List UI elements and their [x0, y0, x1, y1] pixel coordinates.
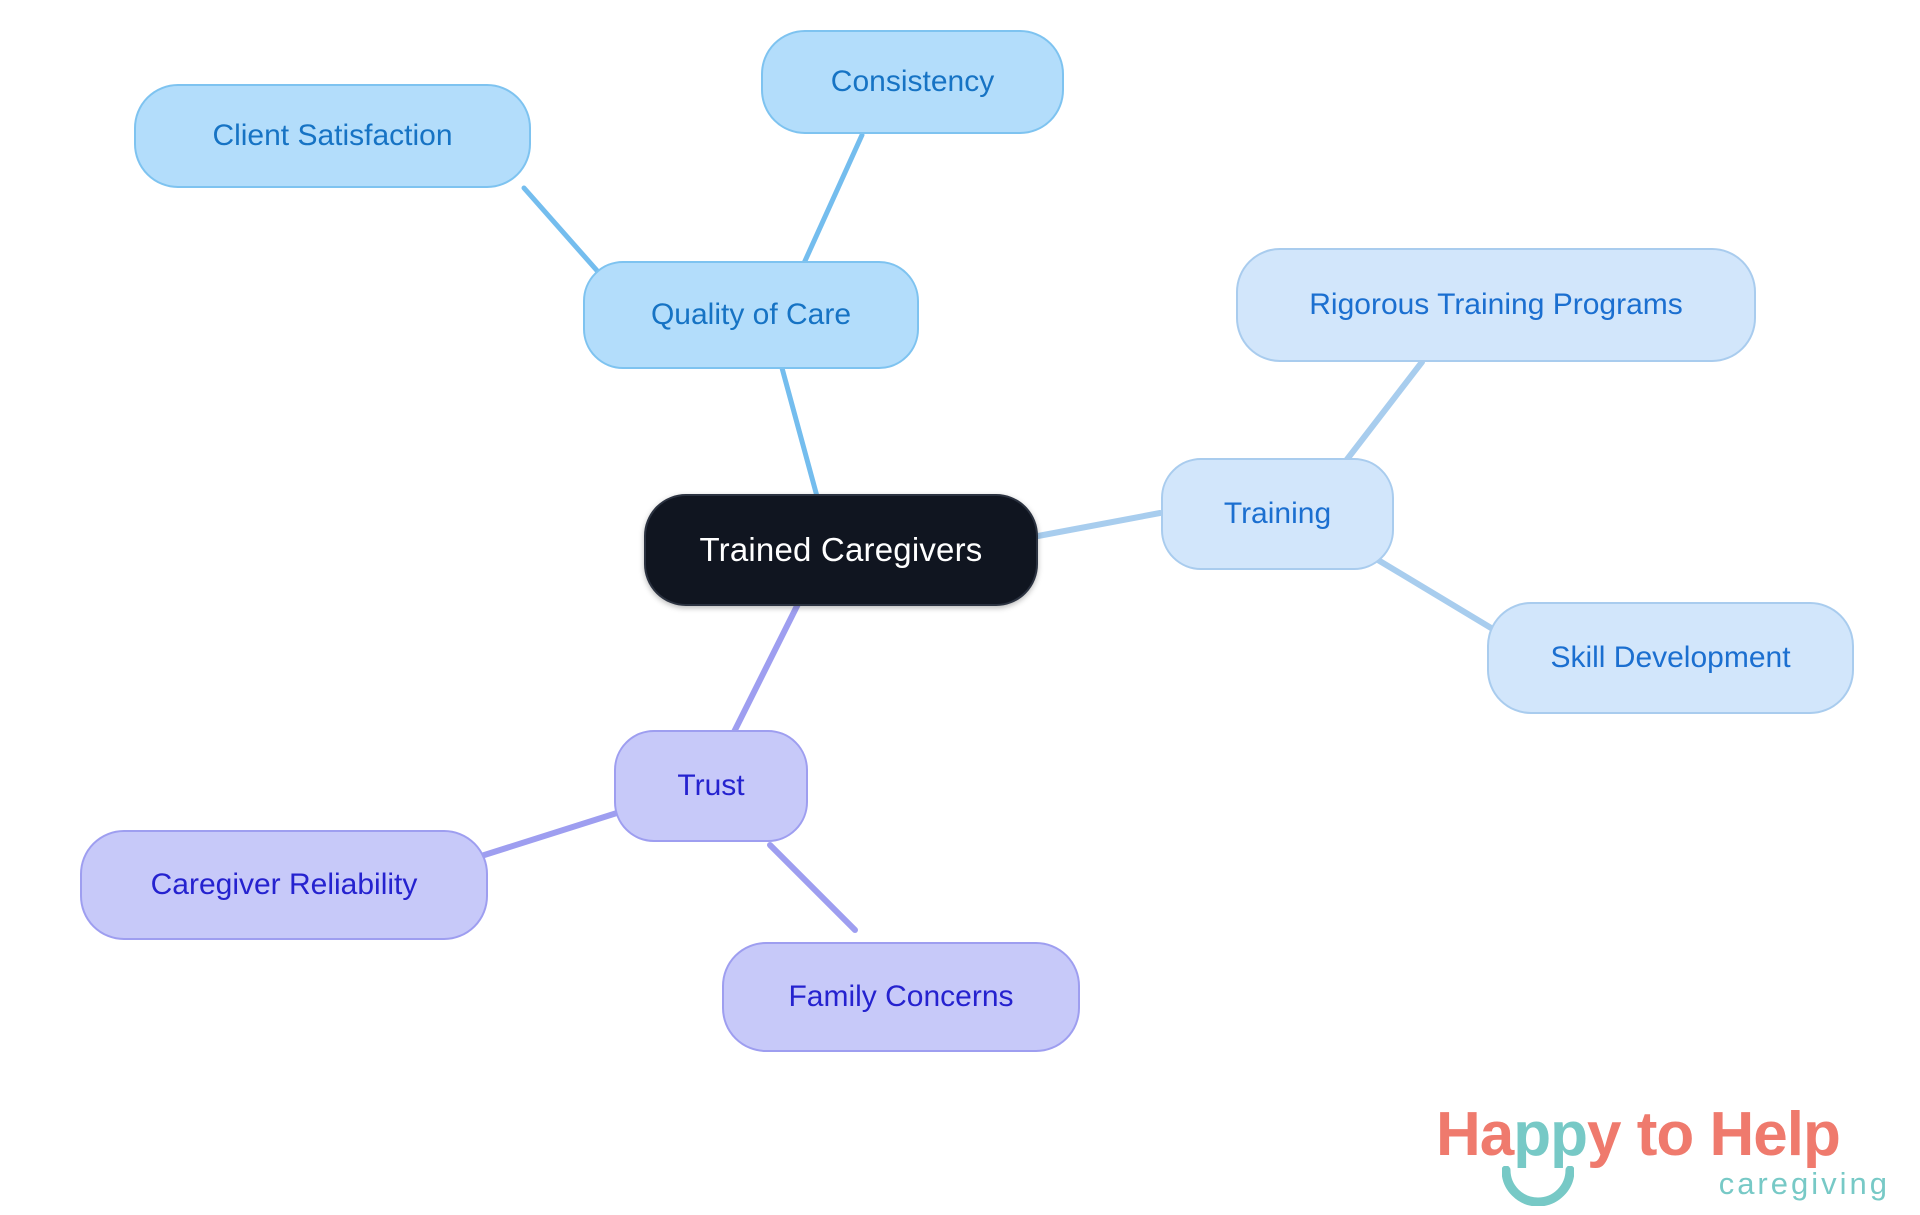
- node-trained-caregivers-label: Trained Caregivers: [699, 531, 983, 569]
- node-quality-of-care-label: Quality of Care: [650, 297, 852, 331]
- edge-trust-to-caregiver-reliability: [475, 809, 623, 860]
- node-rigorous-training-programs-label: Rigorous Training Programs: [1309, 287, 1683, 321]
- node-quality-of-care[interactable]: Quality of Care: [583, 261, 919, 369]
- node-client-satisfaction-label: Client Satisfaction: [212, 118, 453, 152]
- smile-arc-icon: [1502, 1166, 1574, 1206]
- node-training-label: Training: [1223, 496, 1332, 530]
- node-consistency-label: Consistency: [830, 64, 995, 98]
- node-client-satisfaction[interactable]: Client Satisfaction: [134, 84, 531, 188]
- node-trained-caregivers-root[interactable]: Trained Caregivers: [644, 494, 1038, 606]
- edge-root-to-training: [1035, 510, 1163, 539]
- node-consistency[interactable]: Consistency: [761, 30, 1064, 134]
- edge-quality-of-care-to-root: [779, 365, 821, 503]
- node-family-concerns-label: Family Concerns: [788, 979, 1014, 1013]
- logo-happy-head: Ha: [1436, 1100, 1514, 1169]
- edge-client-satisfaction-to-quality-of-care: [521, 185, 603, 277]
- brand-logo: Happy to Help caregiving: [1436, 1104, 1896, 1212]
- node-trust-label: Trust: [677, 768, 745, 802]
- node-caregiver-reliability[interactable]: Caregiver Reliability: [80, 830, 488, 940]
- edge-consistency-to-quality-of-care: [797, 132, 865, 275]
- node-skill-development-label: Skill Development: [1550, 640, 1791, 674]
- edge-root-to-trust: [727, 597, 803, 743]
- node-caregiver-reliability-label: Caregiver Reliability: [150, 867, 418, 901]
- node-training[interactable]: Training: [1161, 458, 1394, 570]
- edge-trust-to-family-concerns: [767, 842, 858, 933]
- node-trust[interactable]: Trust: [614, 730, 808, 842]
- logo-happy-tail: y: [1587, 1100, 1621, 1169]
- logo-wordmark: Happy to Help: [1436, 1104, 1841, 1166]
- node-family-concerns[interactable]: Family Concerns: [722, 942, 1080, 1052]
- edge-training-to-skill-development: [1375, 557, 1509, 640]
- logo-to-help: to Help: [1620, 1100, 1841, 1169]
- logo-happy-pp: pp: [1513, 1100, 1588, 1169]
- logo-tagline: caregiving: [1718, 1166, 1890, 1201]
- node-skill-development[interactable]: Skill Development: [1487, 602, 1854, 714]
- node-rigorous-training-programs[interactable]: Rigorous Training Programs: [1236, 248, 1756, 362]
